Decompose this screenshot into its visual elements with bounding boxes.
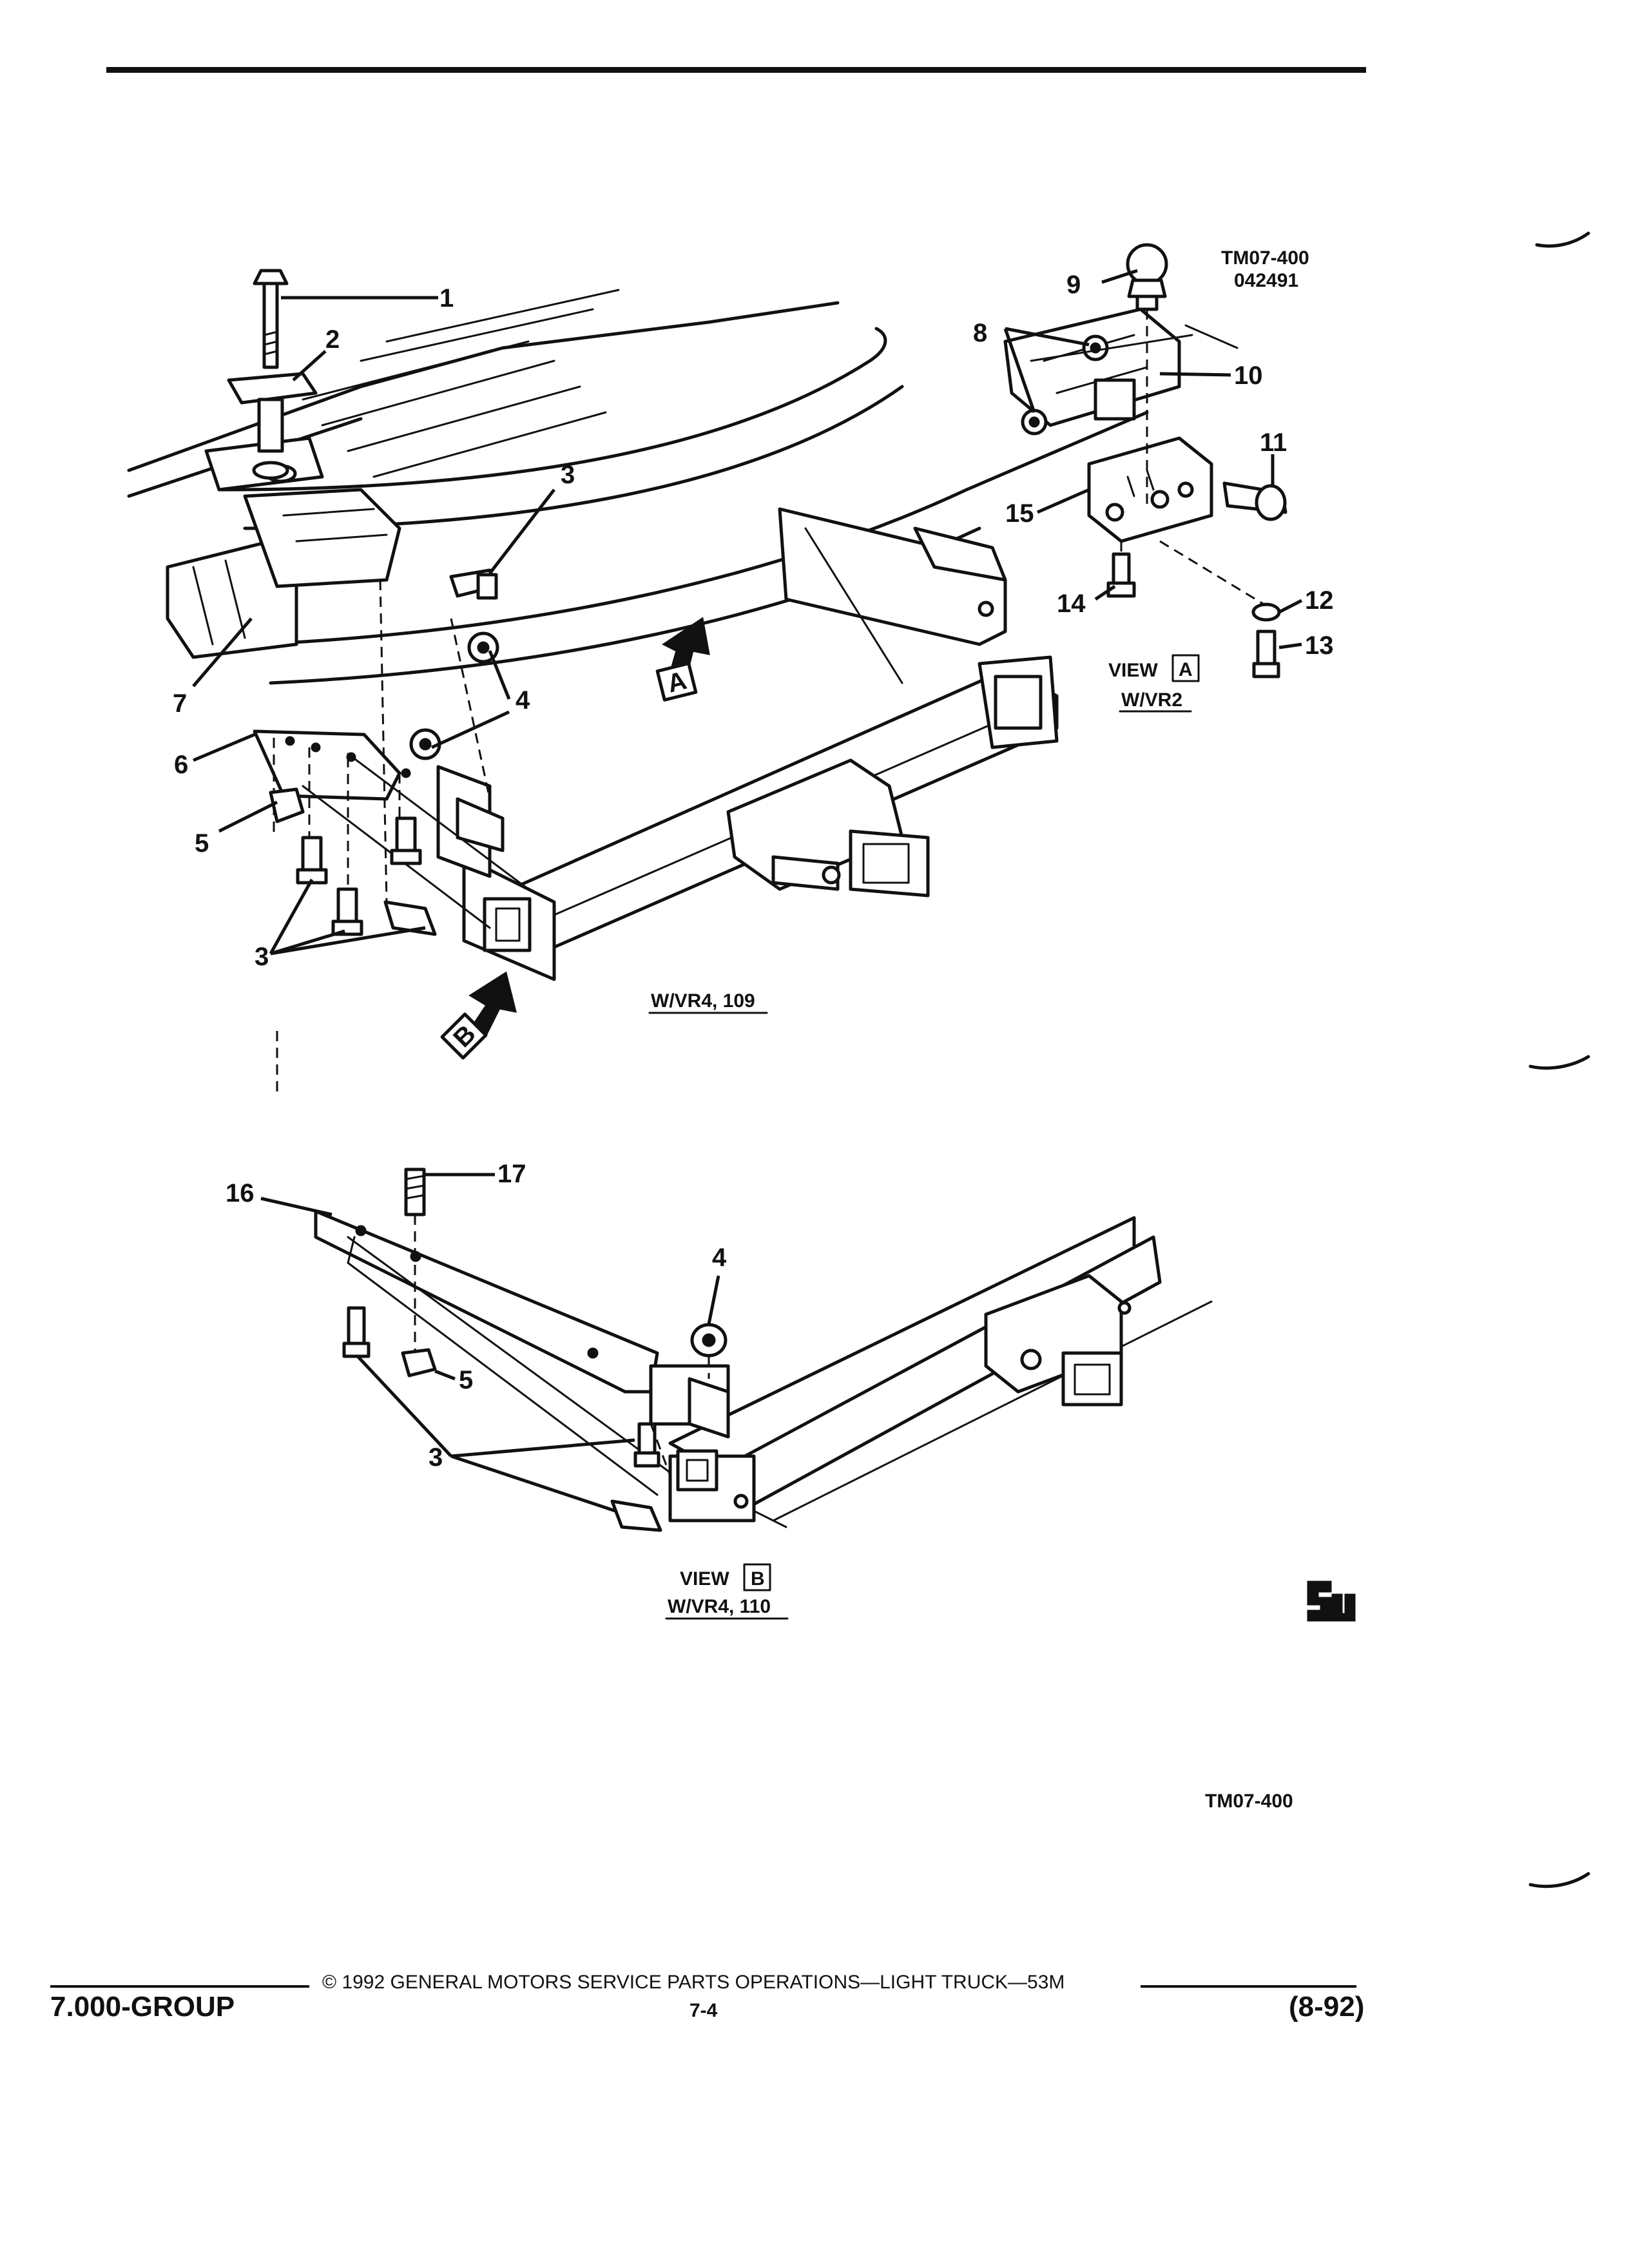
callout-3-cluster: 3 bbox=[255, 943, 269, 971]
binding-mark-3 bbox=[1528, 1872, 1590, 1888]
top-rule bbox=[106, 67, 1366, 73]
binding-mark-2 bbox=[1528, 1055, 1590, 1070]
callout-1: 1 bbox=[439, 284, 454, 312]
callout-15: 15 bbox=[1005, 499, 1034, 528]
footer-copyright: © 1992 GENERAL MOTORS SERVICE PARTS OPER… bbox=[322, 1972, 1065, 1993]
main-view-fasteners bbox=[227, 269, 499, 936]
hitch-receiver-assembly bbox=[253, 507, 1059, 981]
footer-group-number: 7.000-GROUP bbox=[50, 1991, 235, 2023]
callout-6: 6 bbox=[174, 751, 188, 779]
callout-2: 2 bbox=[325, 325, 340, 354]
binding-mark-1 bbox=[1535, 231, 1590, 248]
callout-4-upper: 4 bbox=[516, 686, 530, 715]
main-view-option: W/VR4, 109 bbox=[651, 990, 755, 1012]
footer-page-number: 7-4 bbox=[689, 2000, 718, 2021]
publisher-logo bbox=[1307, 1581, 1356, 1622]
callout-17: 17 bbox=[497, 1160, 526, 1188]
view-b-option: W/VR4, 110 bbox=[668, 1596, 771, 1617]
callout-9: 9 bbox=[1066, 271, 1081, 299]
view-b-assembly bbox=[314, 1168, 1213, 1532]
footer-revision-date: (8-92) bbox=[1289, 1991, 1365, 2023]
truck-rear-body bbox=[127, 289, 1149, 685]
callout-10: 10 bbox=[1234, 361, 1263, 390]
drawing-code: TM07-400 bbox=[1221, 247, 1309, 269]
drawing-date-code: 042491 bbox=[1234, 270, 1298, 291]
callout-14: 14 bbox=[1057, 590, 1086, 618]
view-b-letter: B bbox=[751, 1568, 765, 1590]
callout-8: 8 bbox=[973, 319, 987, 347]
view-a-ball-mount bbox=[1003, 243, 1287, 678]
callout-3-view-b: 3 bbox=[429, 1443, 443, 1472]
view-b-word: VIEW bbox=[680, 1568, 729, 1590]
callout-7: 7 bbox=[173, 689, 187, 718]
view-a-letter: A bbox=[1179, 659, 1193, 680]
callout-5-view-b: 5 bbox=[459, 1366, 473, 1394]
view-a-arrow bbox=[655, 617, 710, 702]
callout-16: 16 bbox=[226, 1179, 255, 1207]
callout-5-main: 5 bbox=[195, 829, 209, 858]
callout-leaders bbox=[192, 269, 1303, 1513]
view-a-word: VIEW bbox=[1108, 660, 1158, 681]
callout-11: 11 bbox=[1260, 428, 1287, 457]
view-b-arrow bbox=[440, 971, 517, 1060]
callout-3-upper: 3 bbox=[561, 461, 575, 489]
callout-numbers: 1 2 3 4 4 5 6 7 3 8 9 10 11 12 13 14 15 … bbox=[173, 271, 1334, 1472]
callout-12: 12 bbox=[1305, 586, 1334, 615]
captions: TM07-400 042491 VIEW A W/VR2 W/VR4, 109 … bbox=[648, 247, 1309, 1812]
callout-4-view-b: 4 bbox=[712, 1244, 727, 1272]
view-a-option: W/VR2 bbox=[1121, 689, 1182, 711]
bottom-drawing-code: TM07-400 bbox=[1205, 1791, 1293, 1812]
callout-13: 13 bbox=[1305, 631, 1334, 660]
